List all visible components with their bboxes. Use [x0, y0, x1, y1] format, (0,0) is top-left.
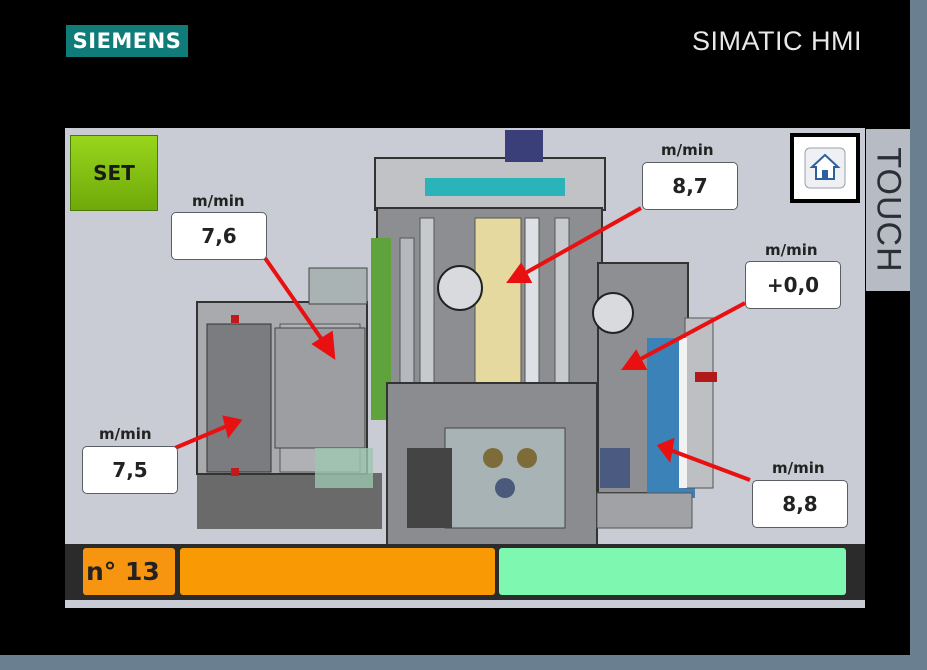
speed-field-infeed[interactable]: 7,6	[171, 212, 267, 260]
machine-diagram	[174, 130, 751, 548]
arrow-head	[311, 330, 336, 360]
right-motor-box	[600, 448, 630, 488]
left-unit-panel	[206, 323, 272, 473]
arrow-head	[621, 349, 648, 370]
arrow-head	[222, 415, 243, 439]
gear	[517, 448, 537, 468]
lower-grille	[407, 448, 452, 528]
red-marker	[231, 468, 239, 476]
tower-motor	[505, 130, 543, 162]
speed-field-left-unit[interactable]: 7,5	[82, 446, 178, 494]
tower-green-frame	[371, 238, 391, 420]
green-cover	[315, 448, 373, 488]
speed-unit-label: m/min	[661, 141, 714, 159]
speed-unit-label: m/min	[772, 459, 825, 477]
tower-cyan-strip	[425, 178, 565, 196]
speed-field-unwind[interactable]: 8,7	[642, 162, 738, 210]
right-red-block	[695, 372, 717, 382]
speed-field-correction[interactable]: +0,0	[745, 261, 841, 309]
right-motor-drum	[592, 292, 634, 334]
unwind-roll	[474, 217, 522, 384]
speed-unit-label: m/min	[765, 241, 818, 259]
status-indicator-green	[499, 548, 846, 595]
arrow-head	[656, 437, 675, 463]
arrow-line	[669, 448, 751, 482]
bottom-strip	[65, 600, 865, 608]
roller	[554, 217, 570, 384]
status-indicator-orange	[180, 548, 495, 595]
gear	[495, 478, 515, 498]
model-label: SIMATIC HMI	[692, 26, 862, 56]
arrow-head	[506, 262, 533, 283]
right-white-roller	[679, 338, 687, 488]
arrow-line	[174, 424, 228, 450]
home-button-face	[794, 137, 856, 199]
siemens-logo: SIEMENS	[66, 25, 188, 57]
touch-label-panel: TOUCH	[866, 129, 910, 291]
home-button[interactable]	[790, 133, 860, 203]
home-icon	[804, 147, 846, 189]
arrow-line	[634, 301, 746, 364]
right-unit-side	[684, 317, 714, 489]
red-marker	[231, 315, 239, 323]
speed-field-right-unit[interactable]: 8,8	[752, 480, 848, 528]
lower-base-right	[596, 492, 693, 529]
pointer-arrows	[174, 206, 751, 482]
hmi-screen: SET m/min 7,6 m/min 8,7 m/min +0,0 m/min…	[65, 128, 865, 608]
arrow-line	[519, 206, 642, 278]
speed-unit-label: m/min	[99, 425, 152, 443]
tower-motor-drum	[437, 265, 483, 311]
roller	[524, 217, 540, 384]
roller	[399, 237, 415, 389]
touch-label: TOUCH	[869, 147, 908, 273]
counter-field: n° 13	[83, 548, 175, 595]
roller	[419, 217, 435, 389]
gear	[483, 448, 503, 468]
arrow-line	[263, 256, 327, 346]
speed-unit-label: m/min	[192, 192, 245, 210]
status-bar: n° 13	[65, 544, 865, 600]
set-button[interactable]: SET	[70, 135, 158, 211]
left-unit-cover	[308, 267, 368, 305]
